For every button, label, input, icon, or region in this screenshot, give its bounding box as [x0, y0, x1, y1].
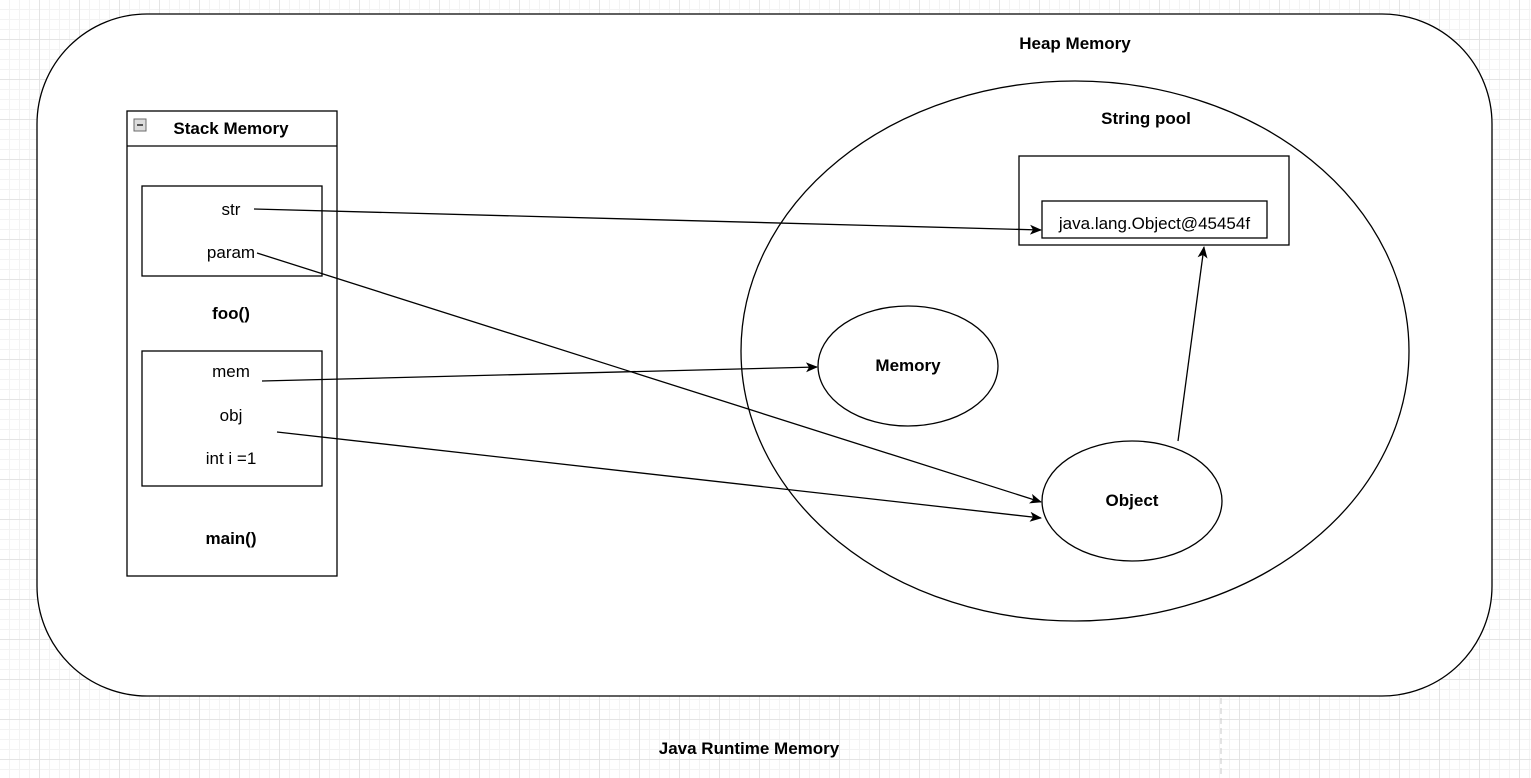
stack-memory-title: Stack Memory	[173, 119, 289, 138]
var-str: str	[222, 200, 241, 219]
main-frame-label: main()	[206, 529, 257, 548]
edge-str-to-string-pool[interactable]	[253, 208, 1042, 235]
edge-object-to-string-pool[interactable]	[1177, 246, 1208, 442]
edge-obj-to-object[interactable]	[276, 431, 1042, 522]
foo-frame-label: foo()	[212, 304, 250, 323]
java-runtime-memory-label: Java Runtime Memory	[659, 739, 840, 758]
object-ellipse[interactable]	[1041, 440, 1223, 562]
edge-param-to-object[interactable]	[256, 252, 1042, 504]
main-frame-box[interactable]	[141, 350, 323, 487]
collapse-icon[interactable]	[133, 118, 147, 132]
memory-object-ellipse[interactable]	[817, 305, 999, 427]
var-int-i: int i =1	[206, 449, 257, 468]
stack-memory-panel[interactable]	[126, 110, 338, 577]
var-mem: mem	[212, 362, 250, 381]
object-label: Object	[1106, 491, 1159, 510]
edge-mem-to-memory[interactable]	[261, 362, 818, 382]
memory-object-label: Memory	[875, 356, 941, 375]
var-obj: obj	[220, 406, 243, 425]
heap-memory-label: Heap Memory	[1019, 34, 1131, 53]
var-param: param	[207, 243, 255, 262]
string-pool-label: String pool	[1101, 109, 1191, 128]
string-pool-entry-text: java.lang.Object@45454f	[1058, 214, 1250, 233]
string-pool-entry-box[interactable]	[1041, 200, 1268, 239]
foo-frame-box[interactable]	[141, 185, 323, 277]
